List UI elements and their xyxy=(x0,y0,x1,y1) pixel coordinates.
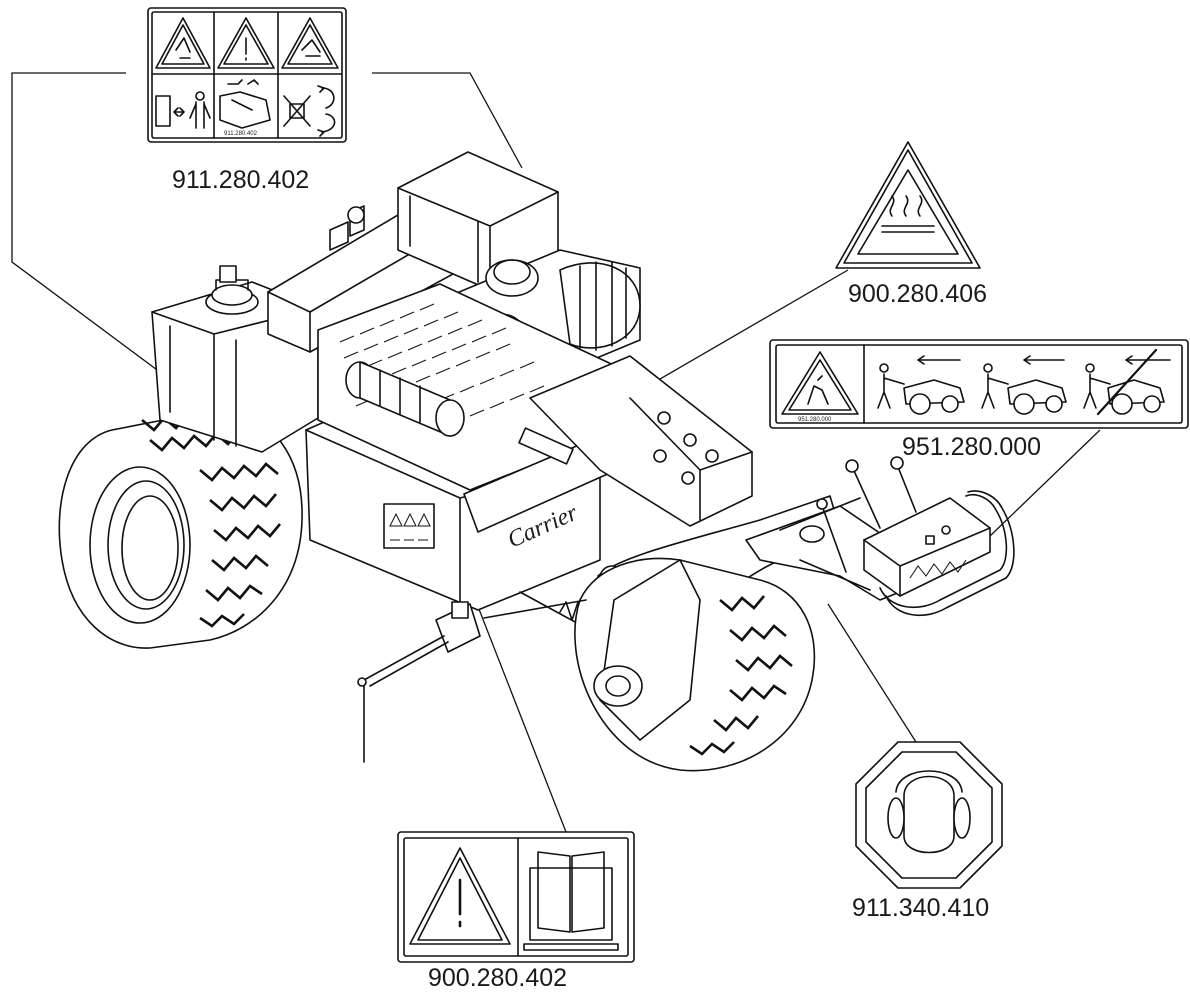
name-plate xyxy=(518,427,574,465)
part-number-911-280-402: 911.280.402 xyxy=(172,166,309,194)
reverse-scene-3-prohibited xyxy=(1083,348,1171,416)
part-number-900-280-402: 900.280.402 xyxy=(428,964,567,992)
reverse-scene-1 xyxy=(877,355,965,415)
handle-arm xyxy=(745,456,917,601)
leader-911-280-402-right xyxy=(372,72,523,169)
decal-900-280-406 xyxy=(835,141,981,269)
machine-drawing: Carrier xyxy=(58,151,1015,772)
hot-surface-icon xyxy=(881,195,935,233)
decal-911-280-402-small-code: 911.280.402 xyxy=(224,131,258,137)
rear-left-wheel xyxy=(58,407,303,649)
part-number-900-280-406: 900.280.406 xyxy=(848,280,987,308)
part-number-951-280-000: 951.280.000 xyxy=(902,433,1041,461)
hearing-protection-icon xyxy=(887,770,971,854)
leader-911-340-410 xyxy=(827,603,917,743)
leader-lines xyxy=(11,72,1101,833)
manual-book-icon xyxy=(523,851,619,951)
decal-911-280-402: 911.280.402 xyxy=(147,7,347,143)
decal-951-280-000: 951.280.000 xyxy=(769,339,1189,429)
leader-900-280-406 xyxy=(647,269,849,387)
leader-951-280-000 xyxy=(989,429,1101,537)
leader-911-280-402-left xyxy=(11,72,263,449)
control-box xyxy=(863,490,1015,616)
parking-stand xyxy=(357,599,587,763)
decal-951-280-000-small-code: 951.280.000 xyxy=(798,417,832,423)
part-number-911-340-410: 911.340.410 xyxy=(852,894,989,922)
reverse-scene-2 xyxy=(981,355,1067,415)
front-right-wheel xyxy=(574,557,816,772)
decal-900-280-402 xyxy=(397,831,635,963)
decal-911-340-410 xyxy=(855,741,1003,889)
